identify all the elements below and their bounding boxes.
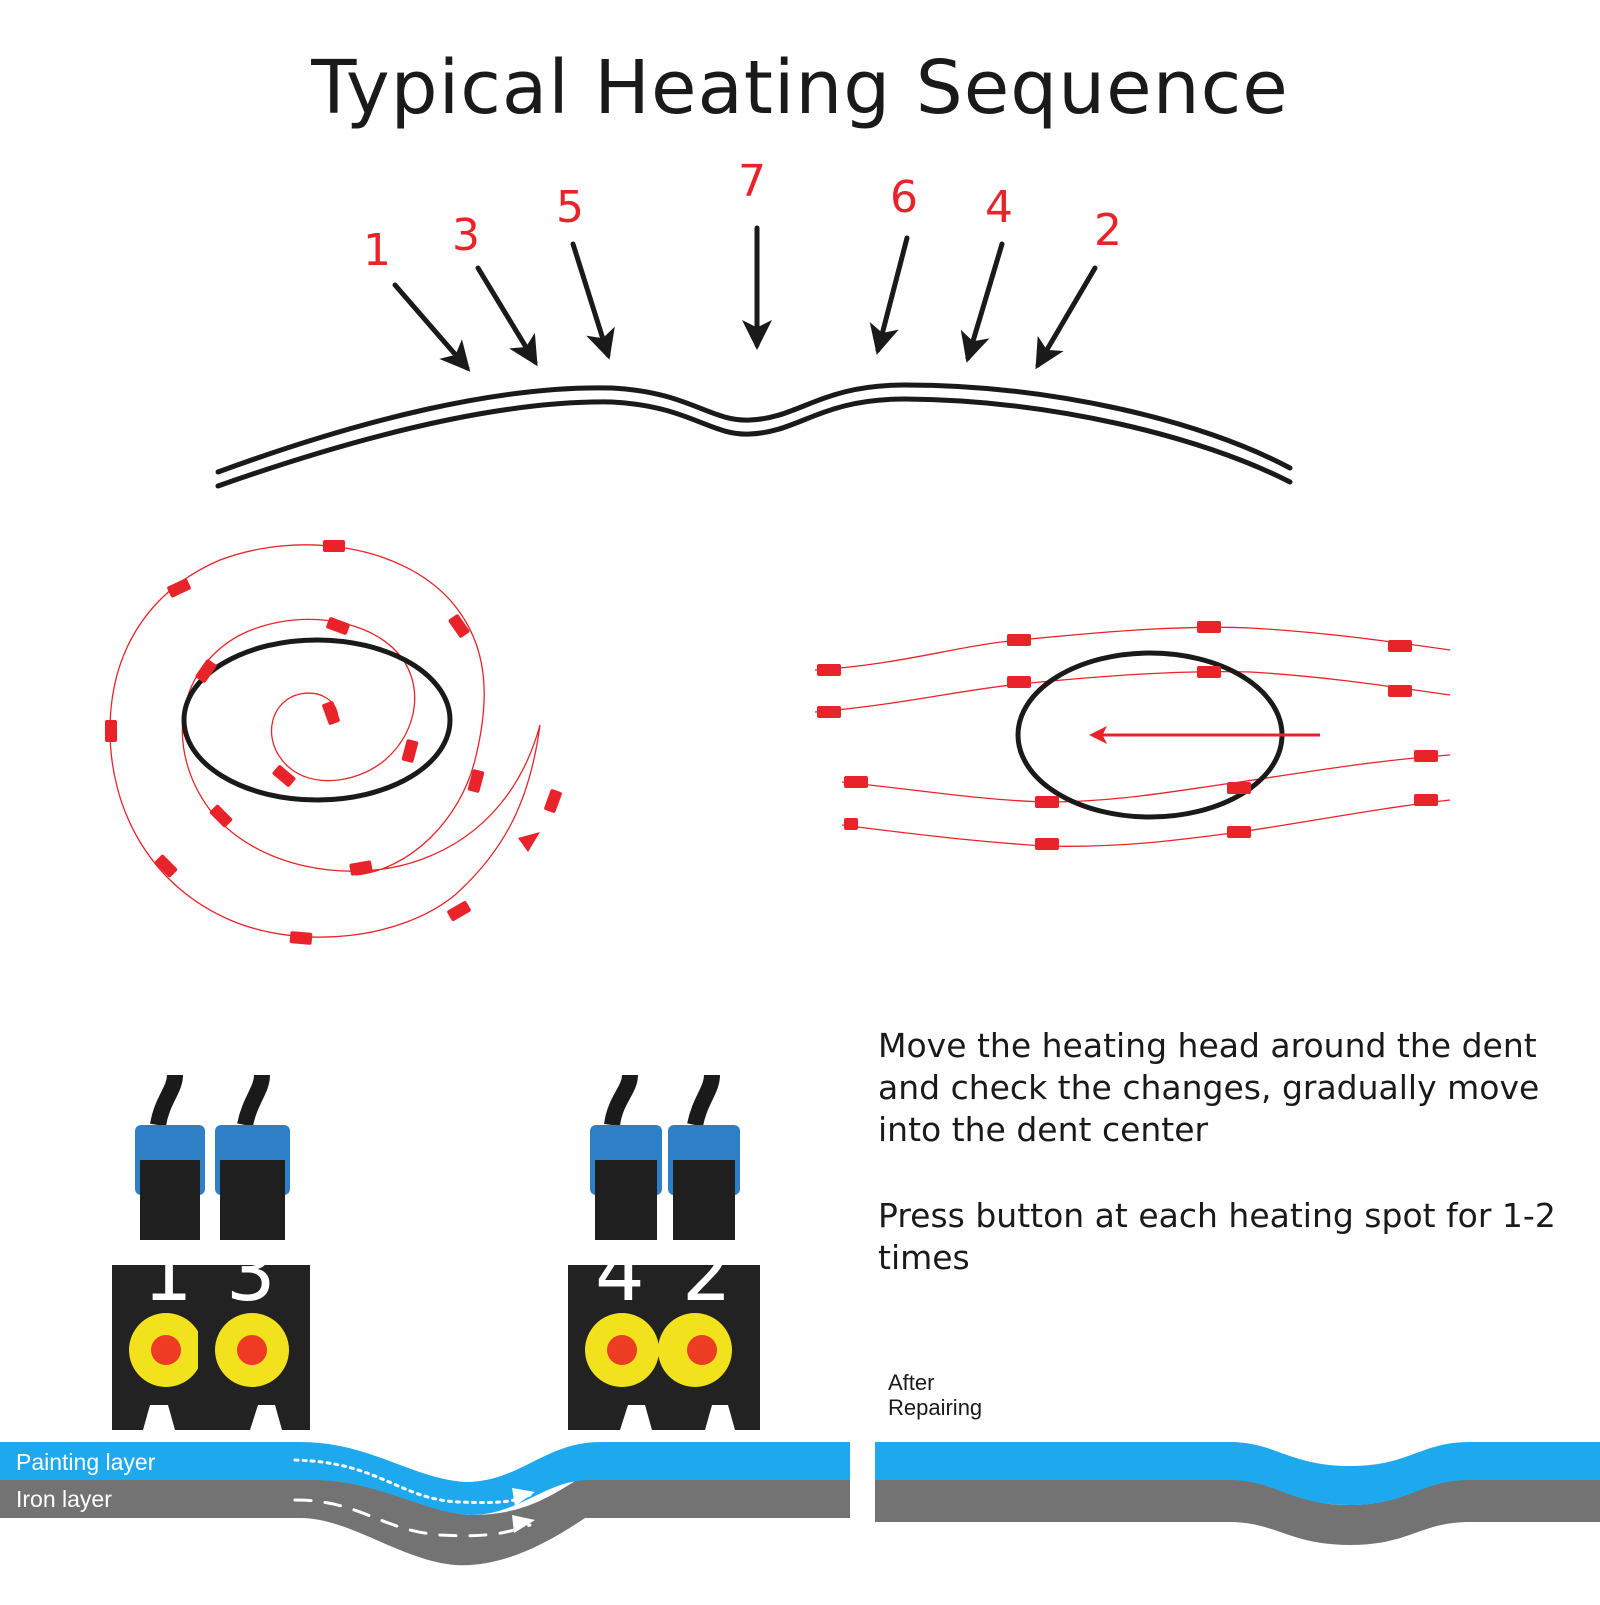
seq-label-7: 7 <box>738 156 766 207</box>
sequence-arrows <box>392 225 1098 372</box>
heat-spot <box>1414 794 1438 806</box>
heater-button <box>607 1335 637 1365</box>
page-title: Typical Heating Sequence <box>311 45 1289 131</box>
spiral-pattern <box>105 540 562 945</box>
flow-arrows <box>293 1458 532 1538</box>
arrow-3 <box>475 265 538 367</box>
heater-number: 1 <box>143 1229 193 1319</box>
heat-spot <box>1388 685 1412 697</box>
heater-4: 4 <box>568 1074 680 1430</box>
sweep-lines <box>814 626 1451 847</box>
heat-spot <box>209 804 233 828</box>
dent-layers <box>0 1442 850 1566</box>
heat-spot <box>1007 634 1031 646</box>
spiral-end-arrow-icon <box>518 832 540 852</box>
heat-spot <box>1197 666 1221 678</box>
heat-spot <box>195 659 217 683</box>
heat-spot <box>544 789 562 813</box>
arrow-6 <box>869 235 910 355</box>
heat-spot <box>1227 782 1251 794</box>
heater-button <box>151 1335 181 1365</box>
sweep-pattern <box>814 621 1451 850</box>
after-repairing-label: After Repairing <box>888 1370 983 1420</box>
sweep-spots <box>817 621 1438 850</box>
heat-spot <box>323 540 345 552</box>
iron-layer-band <box>0 1478 850 1566</box>
heat-spot <box>105 720 117 742</box>
heat-spot <box>322 701 340 725</box>
heat-spot <box>349 860 373 876</box>
heat-spot <box>1035 838 1059 850</box>
heat-spot <box>844 818 858 830</box>
heat-spot <box>447 901 471 921</box>
seq-label-6: 6 <box>890 172 918 223</box>
heat-spot <box>448 614 470 638</box>
dent-outline-left <box>181 637 453 803</box>
heater-1: 1 <box>112 1074 205 1430</box>
heat-spot <box>1035 796 1059 808</box>
after-layers <box>875 1442 1600 1545</box>
after-iron-band <box>875 1478 1600 1545</box>
heat-spot <box>1414 750 1438 762</box>
seq-label-4: 4 <box>985 182 1013 233</box>
seq-label-5: 5 <box>556 182 584 233</box>
heater-button <box>237 1335 267 1365</box>
spiral-path <box>109 544 541 938</box>
seq-label-2: 2 <box>1094 205 1122 256</box>
iron-arrowhead-icon <box>512 1515 535 1533</box>
heater-3: 3 <box>198 1074 310 1430</box>
heat-spot <box>467 769 485 793</box>
heat-spot <box>154 854 178 878</box>
heat-spot <box>289 931 313 945</box>
seq-label-1: 1 <box>363 225 391 276</box>
heat-spot <box>1227 826 1251 838</box>
instruction-move: Move the heating head around the dent an… <box>878 1026 1540 1149</box>
iron-layer-label: Iron layer <box>16 1486 112 1512</box>
seq-label-3: 3 <box>452 210 480 261</box>
heater-group-left: 1 3 <box>112 1074 310 1430</box>
arrow-4 <box>960 241 1005 363</box>
heat-spot <box>272 765 296 787</box>
instruction-press: Press button at each heating spot for 1-… <box>878 1196 1556 1277</box>
heater-2: 2 <box>658 1074 760 1430</box>
heater-number: 2 <box>682 1229 732 1319</box>
heat-spot <box>1197 621 1221 633</box>
heat-spot <box>1388 640 1412 652</box>
heater-number: 3 <box>226 1229 276 1319</box>
heat-spot <box>817 664 841 676</box>
heat-spot <box>844 776 868 788</box>
painting-layer-label: Painting layer <box>16 1449 156 1475</box>
heater-group-right: 4 2 <box>568 1074 760 1430</box>
sequence-labels: 1 3 5 7 6 4 2 <box>363 156 1122 276</box>
heat-spot <box>401 739 419 763</box>
arrow-2 <box>1035 265 1098 370</box>
spiral-spots <box>105 540 562 945</box>
heater-number: 4 <box>595 1229 645 1319</box>
heat-spot <box>167 578 191 598</box>
arrow-1 <box>392 282 471 372</box>
painting-arrowhead-icon <box>512 1488 535 1506</box>
after-painting-band <box>875 1442 1600 1505</box>
dented-panel <box>215 382 1293 489</box>
heater-button <box>687 1335 717 1365</box>
arrow-5 <box>570 241 615 360</box>
heat-spot <box>326 617 350 635</box>
heat-spot <box>817 706 841 718</box>
heat-spot <box>1007 676 1031 688</box>
painting-layer-band <box>0 1442 850 1515</box>
